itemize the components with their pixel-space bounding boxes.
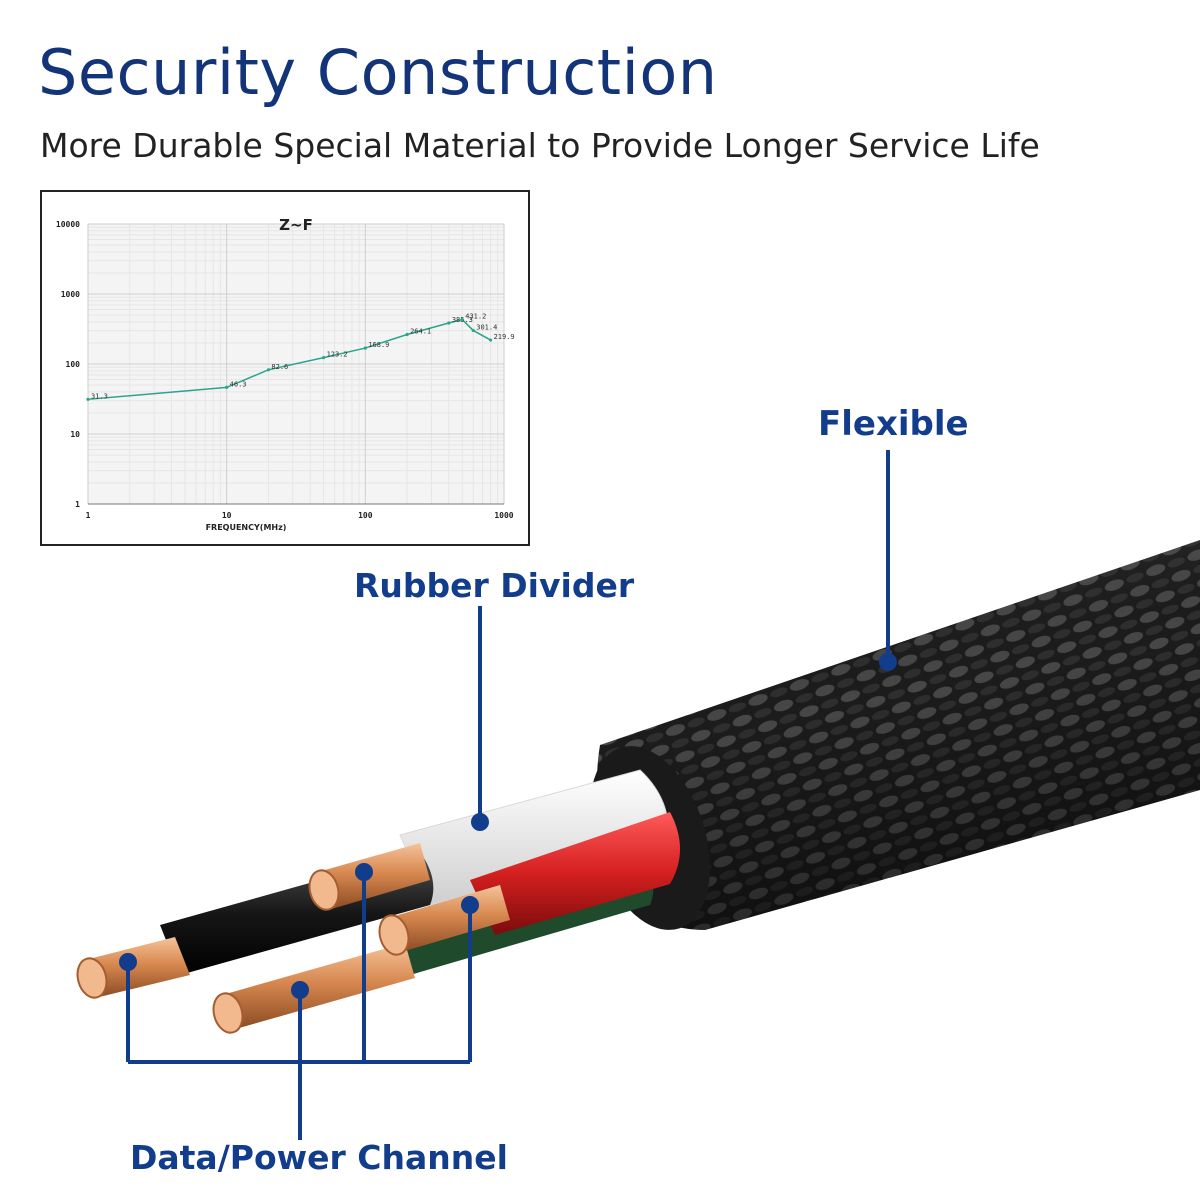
data-point xyxy=(86,397,90,401)
callout-rubber-divider xyxy=(471,606,489,831)
data-label: 46.3 xyxy=(230,380,247,388)
flexible-label: Flexible xyxy=(818,404,969,444)
callout-data-power-channel xyxy=(119,863,479,1140)
y-tick-label: 100 xyxy=(66,360,81,369)
copper-conductor-3 xyxy=(308,843,430,911)
data-point xyxy=(447,321,451,325)
callout-flexible xyxy=(879,450,897,671)
data-point xyxy=(225,385,229,390)
data-label: 264.1 xyxy=(410,327,431,335)
data-label: 431.2 xyxy=(465,313,486,321)
y-tick-label: 1 xyxy=(75,500,80,509)
chart-svg: Z~F 10000 1000 100 10 11 10 100 1000FREQUENCY(MH… xyxy=(56,216,515,532)
x-axis-label: FREQUENCY(MHz) xyxy=(206,523,287,532)
data-label: 31.3 xyxy=(91,392,108,400)
data-label: 168.9 xyxy=(368,341,389,349)
data-point xyxy=(363,346,367,350)
data-point xyxy=(471,328,475,333)
data-point xyxy=(488,338,493,342)
data-power-channel-label: Data/Power Channel xyxy=(130,1138,508,1177)
page-title: Security Construction xyxy=(38,36,718,109)
x-tick-label: 100 xyxy=(358,511,373,520)
data-label: 123.2 xyxy=(327,351,348,359)
data-point xyxy=(321,356,326,360)
y-tick-label: 10000 xyxy=(56,220,80,229)
copper-conductor-2 xyxy=(212,943,415,1034)
x-tick-label: 10 xyxy=(222,511,232,520)
series-line xyxy=(87,318,491,401)
data-point xyxy=(266,368,271,372)
data-point xyxy=(460,317,464,322)
copper-conductor-4 xyxy=(378,885,510,956)
copper-conductor-1 xyxy=(76,937,190,999)
data-label: 301.4 xyxy=(476,323,497,331)
rubber-divider-label: Rubber Divider xyxy=(354,566,635,605)
data-label: 219.9 xyxy=(494,333,515,341)
page-subtitle: More Durable Special Material to Provide… xyxy=(40,126,1040,165)
y-tick-label: 10 xyxy=(70,430,80,439)
data-label: 82.6 xyxy=(271,363,288,371)
data-point xyxy=(405,332,409,337)
chart-title: Z~F xyxy=(279,216,313,234)
x-tick-label: 1000 xyxy=(494,511,513,520)
red-wire xyxy=(470,812,680,935)
y-tick-label: 1000 xyxy=(61,290,80,299)
x-tick-label: 1 xyxy=(86,511,91,520)
